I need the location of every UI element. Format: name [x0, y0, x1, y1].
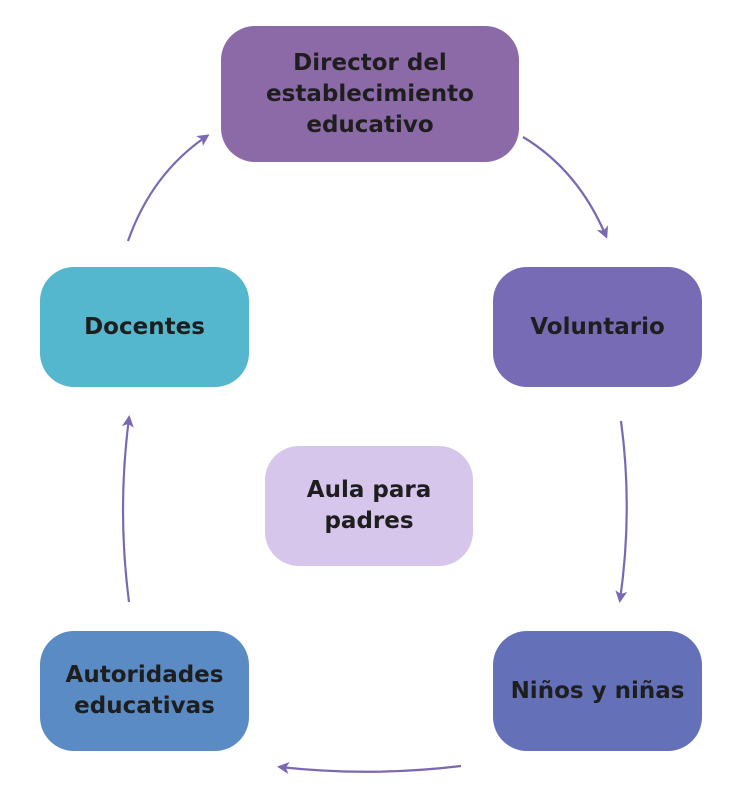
arrow-director-to-voluntario — [522, 136, 609, 239]
node-director: Director del establecimiento educativo — [221, 26, 519, 162]
arrow-docentes-to-director — [126, 134, 210, 242]
arrow-ninos-to-autoridades — [277, 762, 462, 774]
node-autoridades-label: Autoridades educativas — [65, 662, 224, 719]
node-aula-para-padres: Aula para padres — [265, 446, 473, 566]
node-ninos-y-ninas: Niños y niñas — [493, 631, 702, 751]
node-ninos-label: Niños y niñas — [510, 677, 685, 704]
node-autoridades-educativas: Autoridades educativas — [40, 631, 249, 751]
node-director-label: Director del establecimiento educativo — [266, 49, 474, 138]
arrow-autoridades-to-docentes — [121, 415, 134, 603]
arrow-voluntario-to-ninos — [615, 420, 628, 603]
node-voluntario: Voluntario — [493, 267, 702, 387]
node-docentes-label: Docentes — [84, 313, 205, 340]
node-aula-label: Aula para padres — [306, 477, 432, 534]
node-voluntario-label: Voluntario — [530, 313, 665, 340]
node-docentes: Docentes — [40, 267, 249, 387]
